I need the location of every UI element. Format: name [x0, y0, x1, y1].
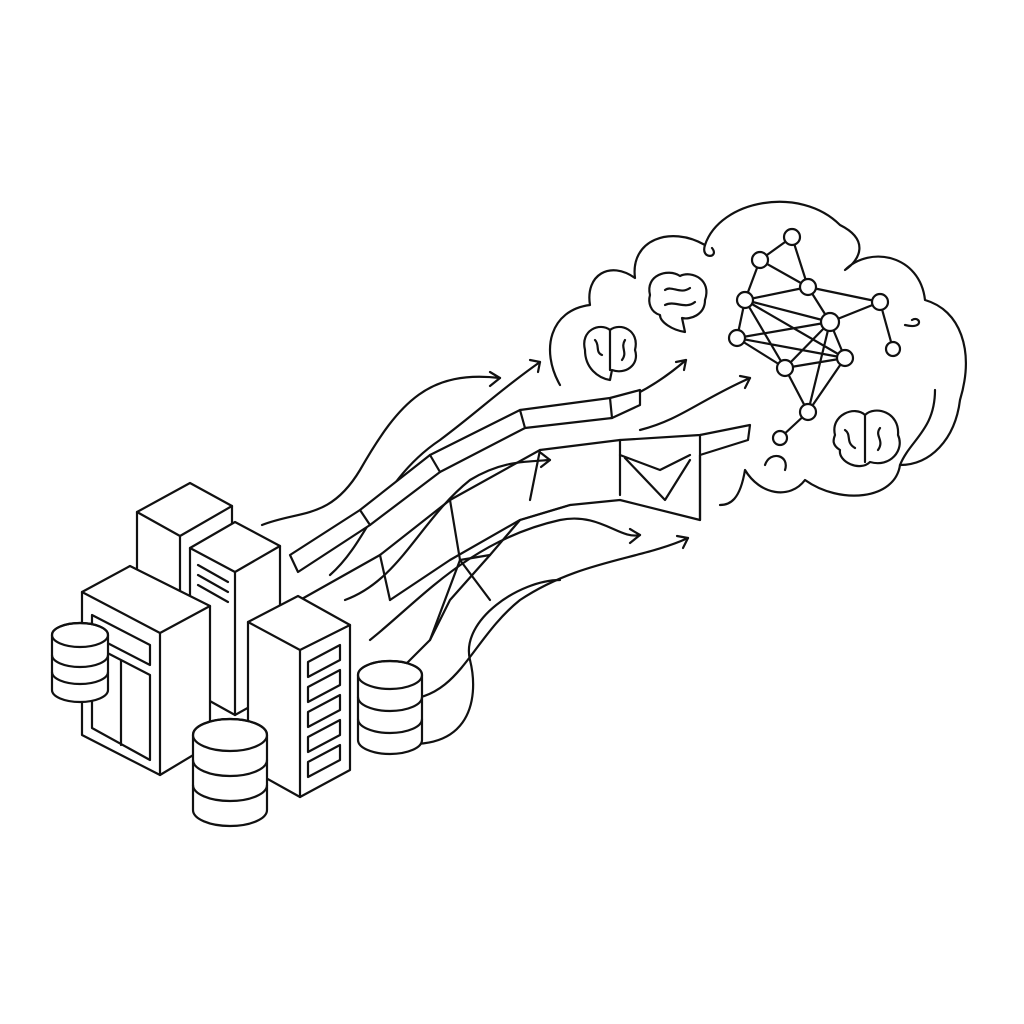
- server-rack-icon: [80, 481, 352, 799]
- bridge-icon: [288, 388, 752, 667]
- neural-network-icon: [727, 227, 902, 447]
- cloud-icon: [548, 200, 967, 507]
- brain-icon: [583, 271, 901, 468]
- database-icon: [50, 621, 424, 828]
